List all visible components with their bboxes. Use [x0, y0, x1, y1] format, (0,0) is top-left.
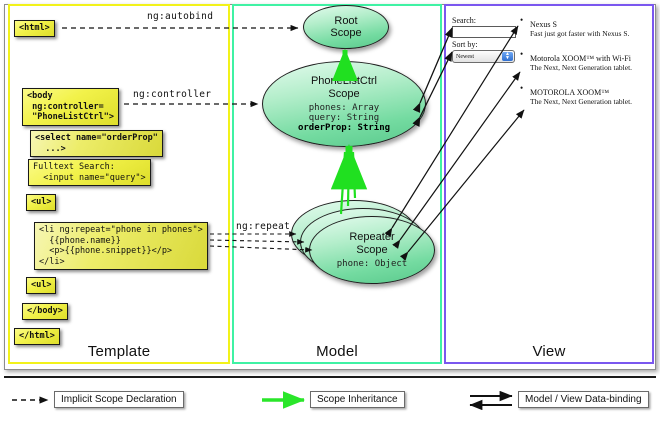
code-box-li-ngrepeat-tag: <li ng:repeat="phone in phones"> {{phone…: [34, 222, 208, 270]
panel-model-label: Model: [316, 343, 358, 360]
code-box-html-close-tag: </html>: [14, 328, 60, 345]
list-item: • Motorola XOOM™ with Wi-Fi: [520, 48, 631, 66]
panel-view: View: [444, 4, 654, 364]
code-box-fulltext-search-input: Fulltext Search: <input name="query">: [28, 159, 151, 186]
scope-prop-orderprop: orderProp: String: [297, 123, 391, 133]
phone-snippet: Fast just got faster with Nexus S.: [530, 29, 630, 38]
scope-phonelistctrl: PhoneListCtrl Scope phones: Array query:…: [262, 61, 426, 147]
scope-phonelistctrl-props: phones: Array query: String orderProp: S…: [298, 103, 390, 133]
scope-phonelistctrl-title-2: Scope: [328, 87, 360, 100]
code-box-select-orderprop-tag: <select name="orderProp" ...>: [30, 130, 163, 157]
scope-repeater: Repeater Scope phone: Object: [309, 216, 435, 284]
scope-repeater-title-1: Repeater: [349, 231, 395, 243]
scope-prop-query: query: String: [308, 113, 380, 123]
bullet-icon: •: [520, 83, 524, 93]
code-box-ul-close-tag: <ul>: [26, 277, 57, 294]
scope-repeater-title-2: Scope: [356, 243, 388, 256]
legend-item-implicit-scope-declaration: Implicit Scope Declaration: [54, 391, 184, 408]
panel-model: Model: [232, 4, 442, 364]
code-box-body-close-tag: </body>: [22, 303, 68, 320]
sort-label: Sort by:: [452, 40, 478, 49]
code-box-html-open-tag: <html>: [14, 20, 55, 37]
sort-select[interactable]: Newest ▲▼: [452, 50, 515, 63]
chevron-updown-icon[interactable]: ▲▼: [502, 52, 513, 61]
phone-name: Nexus S: [530, 20, 557, 29]
phone-name: MOTOROLA XOOM™: [530, 88, 610, 97]
legend-divider: [4, 376, 656, 378]
list-item: • MOTOROLA XOOM™: [520, 82, 609, 100]
connector-label-repeat: ng:repeat: [236, 221, 291, 232]
search-label: Search:: [452, 16, 476, 25]
scope-root-title-1: Root: [334, 14, 358, 27]
phone-snippet: The Next, Next Generation tablet.: [530, 63, 633, 72]
phone-name: Motorola XOOM™ with Wi-Fi: [530, 54, 631, 63]
sort-select-value: Newest: [456, 53, 474, 60]
search-input[interactable]: [452, 26, 516, 38]
legend-item-scope-inheritance: Scope Inheritance: [310, 391, 405, 408]
code-box-body-controller-tag: <body ng:controller= "PhoneListCtrl">: [22, 88, 119, 126]
code-box-ul-open-tag: <ul>: [26, 194, 57, 211]
scope-root-title-2: Scope: [330, 27, 362, 39]
bullet-icon: •: [520, 49, 524, 59]
scope-prop-phones: phones: Array: [308, 103, 380, 113]
scope-prop-phone: phone: Object: [336, 259, 408, 269]
list-item: • Nexus S: [520, 14, 557, 32]
scope-root: Root Scope: [303, 5, 389, 49]
connector-label-autobind: ng:autobind: [147, 11, 214, 22]
view-pane: Search: Sort by: Newest ▲▼ • Nexus S Fas…: [452, 12, 644, 132]
bullet-icon: •: [520, 15, 524, 25]
scope-repeater-props: phone: Object: [337, 259, 407, 269]
connector-label-controller: ng:controller: [133, 89, 212, 100]
phone-snippet: The Next, Next Generation tablet.: [530, 97, 633, 106]
panel-template-label: Template: [87, 343, 151, 360]
legend: Implicit Scope Declaration Scope Inherit…: [4, 376, 656, 416]
legend-arrows: [12, 390, 513, 411]
legend-item-model-view-data-binding: Model / View Data-binding: [518, 391, 649, 408]
panel-view-label: View: [532, 343, 566, 360]
scope-phonelistctrl-title-1: PhoneListCtrl: [310, 75, 378, 87]
